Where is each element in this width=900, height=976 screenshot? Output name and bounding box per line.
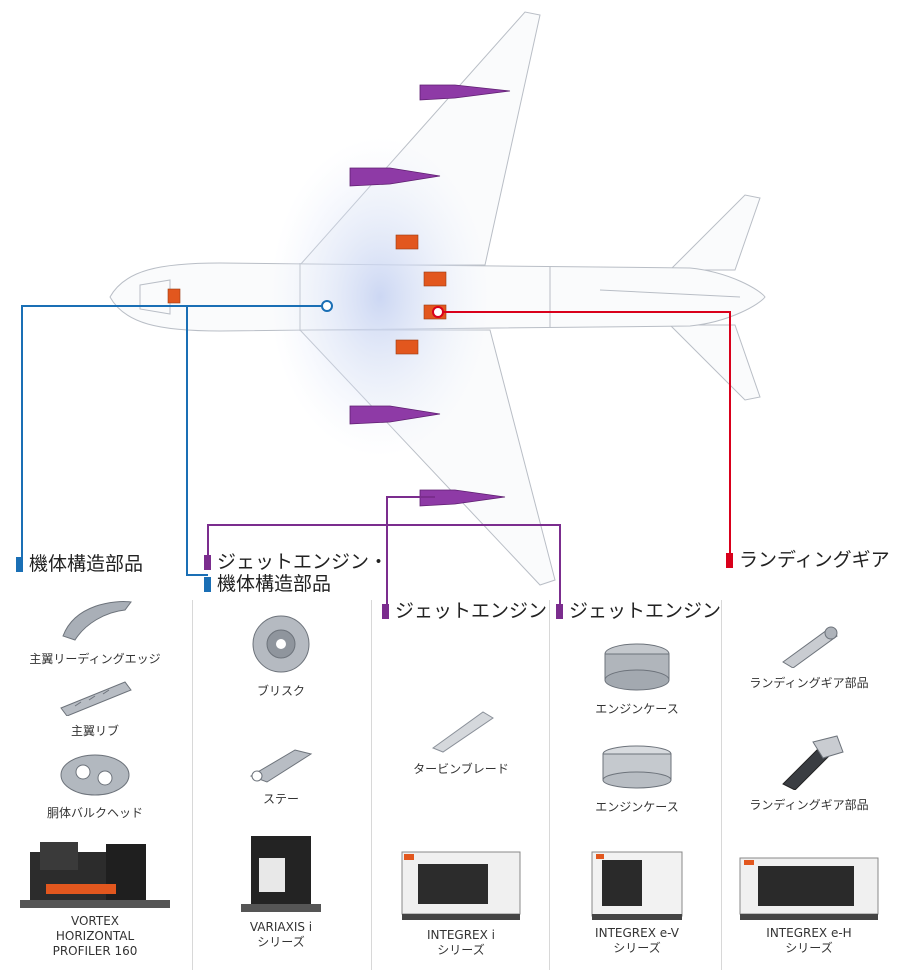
part-label: ステー: [262, 792, 299, 806]
machine-name-line: シリーズ: [785, 941, 833, 955]
machine-vortex-icon: [20, 842, 170, 908]
landing-gear-part-icon: [782, 735, 844, 790]
column-divider: [721, 600, 722, 970]
part-wing-rib: 主翼リブ: [10, 676, 180, 739]
machine-variaxis: VARIAXIS i シリーズ: [196, 832, 366, 950]
leader-landing: [438, 311, 731, 555]
wing-box-glow: [270, 137, 490, 457]
category-landing: ランディングギア: [726, 549, 890, 571]
column-divider: [549, 600, 550, 970]
category-marker: [204, 555, 211, 570]
wing-leading-edge-icon: [62, 601, 132, 641]
category-jet-2: ジェットエンジン: [556, 600, 721, 622]
part-label: エンジンケース: [595, 800, 679, 814]
part-label: 胴体バルクヘッド: [46, 806, 143, 820]
part-wing-leading-edge: 主翼リーディングエッジ: [10, 594, 180, 667]
leader-structure-2: [186, 306, 208, 576]
column-divider: [371, 600, 372, 970]
stay-icon: [249, 749, 313, 783]
part-blisk: ブリスク: [196, 612, 366, 699]
machine-integrex-i: INTEGREX i シリーズ: [376, 844, 546, 958]
machine-integrex-ev-icon: [591, 851, 683, 920]
machine-name-line: シリーズ: [613, 941, 661, 955]
part-label: ランディングギア部品: [749, 798, 869, 812]
machine-integrex-eh: INTEGREX e-H シリーズ: [724, 850, 894, 956]
part-engine-case-2: エンジンケース: [552, 742, 722, 815]
machine-name-line: HORIZONTAL: [55, 929, 135, 943]
machine-name-line: INTEGREX e-H: [766, 926, 852, 940]
engine-case-icon: [604, 643, 670, 691]
machine-name-line: INTEGREX e-V: [595, 926, 679, 940]
part-bulkhead: 胴体バルクヘッド: [10, 752, 180, 821]
wing-rib-icon: [60, 681, 132, 716]
part-landing-gear-2: ランディングギア部品: [724, 732, 894, 813]
category-marker: [16, 557, 23, 572]
category-jet-structure-line2: 機体構造部品: [217, 573, 332, 595]
category-structure-label: 機体構造部品: [29, 553, 144, 575]
part-label: ランディングギア部品: [749, 676, 869, 690]
blisk-icon: [252, 615, 310, 673]
part-turbine-blade: タービンブレード: [376, 704, 546, 777]
category-jet-1-label: ジェットエンジン: [395, 600, 548, 622]
part-landing-gear-1: ランディングギア部品: [724, 622, 894, 691]
category-structure: 機体構造部品: [16, 553, 143, 575]
part-engine-case-1: エンジンケース: [552, 638, 722, 717]
machine-integrex-i-icon: [401, 851, 521, 920]
turbine-blade-icon: [431, 711, 494, 753]
part-stay: ステー: [196, 740, 366, 807]
structure-point: [321, 300, 333, 312]
part-label: ブリスク: [256, 684, 305, 698]
engine-case-icon: [602, 745, 672, 789]
category-jet-2-label: ジェットエンジン: [569, 600, 722, 622]
machine-name-line: VARIAXIS i: [249, 920, 313, 934]
part-label: 主翼リーディングエッジ: [29, 652, 161, 666]
machine-name-line: シリーズ: [437, 943, 485, 957]
machine-name-line: PROFILER 160: [52, 944, 138, 958]
leader-jet-structure: [207, 524, 561, 605]
landing-gear-part-icon: [782, 626, 838, 668]
machine-integrex-eh-icon: [739, 857, 879, 920]
machine-variaxis-icon: [241, 836, 321, 912]
category-marker: [382, 604, 389, 619]
part-label: タービンブレード: [413, 762, 509, 776]
machine-vortex: VORTEX HORIZONTAL PROFILER 160: [10, 834, 180, 959]
column-divider: [192, 600, 193, 970]
category-jet-1: ジェットエンジン: [382, 600, 547, 622]
category-marker: [204, 577, 211, 592]
part-label: 主翼リブ: [70, 724, 119, 738]
bulkhead-icon: [60, 754, 130, 796]
leader-structure: [21, 305, 327, 565]
machine-name-line: シリーズ: [257, 935, 305, 949]
part-label: エンジンケース: [595, 702, 679, 716]
machine-integrex-ev: INTEGREX e-V シリーズ: [552, 846, 722, 956]
category-jet-structure: ジェットエンジン・ 機体構造部品: [204, 551, 388, 595]
leader-jet-engine: [386, 496, 435, 605]
category-marker: [556, 604, 563, 619]
category-landing-label: ランディングギア: [739, 549, 890, 571]
landing-point: [432, 306, 444, 318]
machine-name-line: INTEGREX i: [426, 928, 495, 942]
category-jet-structure-line1: ジェットエンジン・: [217, 551, 389, 573]
category-marker: [726, 553, 733, 568]
machine-name-line: VORTEX: [70, 914, 120, 928]
engines: [349, 84, 511, 507]
